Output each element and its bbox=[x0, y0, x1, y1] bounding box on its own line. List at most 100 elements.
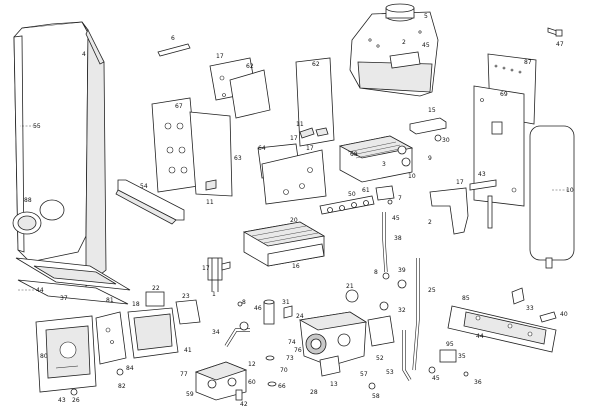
label-63: 63 bbox=[234, 155, 242, 162]
label-16: 16 bbox=[292, 263, 300, 270]
bracket-54-part: 54 bbox=[115, 179, 185, 225]
label-59: 59 bbox=[186, 391, 194, 398]
label-66: 66 bbox=[278, 383, 286, 390]
label-67a: 67 bbox=[175, 103, 183, 110]
screw-47-part: 47 bbox=[547, 27, 564, 48]
label-62b: 62 bbox=[312, 61, 320, 68]
label-22: 22 bbox=[152, 285, 160, 292]
label-80: 80 bbox=[40, 353, 48, 360]
label-36: 36 bbox=[474, 379, 482, 386]
label-44: 44 bbox=[36, 287, 44, 294]
label-7: 7 bbox=[398, 195, 402, 202]
label-17c: 17 bbox=[306, 145, 314, 152]
label-37: 37 bbox=[60, 295, 68, 302]
label-17d: 17 bbox=[456, 179, 464, 186]
label-69: 69 bbox=[500, 91, 508, 98]
label-3: 3 bbox=[382, 161, 386, 168]
gas-valve-part: 77 59 12 60 42 bbox=[180, 361, 256, 408]
label-17b: 17 bbox=[290, 135, 298, 142]
label-46: 46 bbox=[254, 305, 262, 312]
label-74: 74 bbox=[288, 339, 296, 346]
label-39: 39 bbox=[398, 267, 406, 274]
label-21: 21 bbox=[346, 283, 354, 290]
label-13: 13 bbox=[330, 381, 338, 388]
label-40: 40 bbox=[560, 311, 568, 318]
label-6: 6 bbox=[171, 35, 175, 42]
label-34: 34 bbox=[212, 329, 220, 336]
frame-85-part: 85 33 40 44 bbox=[447, 287, 568, 353]
label-82: 82 bbox=[118, 383, 126, 390]
label-68: 68 bbox=[350, 151, 358, 158]
label-62a: 62 bbox=[246, 63, 254, 70]
label-50: 50 bbox=[348, 191, 356, 198]
label-31: 31 bbox=[282, 299, 290, 306]
valve-block-part: 39 52 53 57 58 bbox=[360, 267, 407, 400]
label-35: 35 bbox=[458, 353, 466, 360]
burner-20-part: 20 16 bbox=[242, 217, 326, 270]
label-42: 42 bbox=[240, 401, 248, 408]
label-43b: 43 bbox=[58, 397, 66, 404]
electrode-1-part: 17 1 bbox=[202, 257, 231, 298]
bracket-15-part: 15 30 bbox=[409, 107, 450, 144]
label-52: 52 bbox=[376, 355, 384, 362]
label-57: 57 bbox=[360, 371, 368, 378]
label-5: 5 bbox=[424, 13, 428, 20]
panel-17-62-part: 17 62 bbox=[209, 53, 271, 119]
label-38: 38 bbox=[394, 235, 402, 242]
label-8: 8 bbox=[374, 269, 378, 276]
pipe-38-part: 38 8 45 bbox=[374, 212, 402, 280]
pump-part: 46 31 24 76 74 73 13 28 21 bbox=[254, 283, 368, 396]
label-45b: 45 bbox=[392, 215, 400, 222]
label-55: 55 bbox=[33, 123, 41, 130]
label-84: 84 bbox=[126, 365, 134, 372]
label-17a: 17 bbox=[216, 53, 224, 60]
label-11a: 11 bbox=[296, 121, 304, 128]
label-1: 1 bbox=[212, 291, 216, 298]
label-2b: 2 bbox=[428, 219, 432, 226]
label-9: 9 bbox=[428, 155, 432, 162]
label-60: 60 bbox=[248, 379, 256, 386]
label-2a: 2 bbox=[402, 39, 406, 46]
expansion-vessel-10-part: 10 bbox=[529, 125, 575, 269]
label-61: 61 bbox=[362, 187, 370, 194]
label-15: 15 bbox=[428, 107, 436, 114]
label-58: 58 bbox=[372, 393, 380, 400]
label-95: 95 bbox=[446, 341, 454, 348]
label-12: 12 bbox=[248, 361, 256, 368]
label-47: 47 bbox=[556, 41, 564, 48]
label-53: 53 bbox=[386, 369, 394, 376]
pipe-25-part: 25 32 bbox=[398, 258, 436, 381]
label-81: 81 bbox=[106, 297, 114, 304]
front-cover-80-part: 80 26 43 82 84 bbox=[35, 315, 134, 404]
label-18: 18 bbox=[132, 301, 140, 308]
label-23: 23 bbox=[182, 293, 190, 300]
manifold-50-part: 50 61 7 bbox=[319, 185, 402, 215]
label-44b: 44 bbox=[476, 333, 484, 340]
label-32: 32 bbox=[398, 307, 406, 314]
seal-ring-part: 70 66 bbox=[265, 355, 288, 390]
label-43: 43 bbox=[478, 171, 486, 178]
control-box-part: 81 22 18 23 41 bbox=[95, 285, 201, 365]
label-76: 76 bbox=[294, 347, 302, 354]
bracket-6-part: 6 bbox=[157, 35, 191, 57]
label-28: 28 bbox=[310, 389, 318, 396]
label-10a: 10 bbox=[566, 187, 574, 194]
gas-pipe-34-part: 34 8 bbox=[212, 299, 250, 347]
label-64: 64 bbox=[258, 145, 266, 152]
label-20: 20 bbox=[290, 217, 298, 224]
label-8b: 8 bbox=[242, 299, 246, 306]
label-17e: 17 bbox=[202, 265, 210, 272]
label-73: 73 bbox=[286, 355, 294, 362]
label-77: 77 bbox=[180, 371, 188, 378]
label-30: 30 bbox=[442, 137, 450, 144]
front-casing-part: 55 4 bbox=[13, 21, 107, 287]
heat-exchanger-3-part: 3 9 10 68 bbox=[338, 135, 432, 183]
label-45a: 45 bbox=[422, 42, 430, 49]
label-70: 70 bbox=[280, 367, 288, 374]
label-41: 41 bbox=[184, 347, 192, 354]
label-88: 88 bbox=[24, 197, 32, 204]
insulation-panel-67-part: 67 63 bbox=[151, 97, 242, 197]
bracket-17-43-part: 17 43 2 bbox=[428, 171, 497, 235]
